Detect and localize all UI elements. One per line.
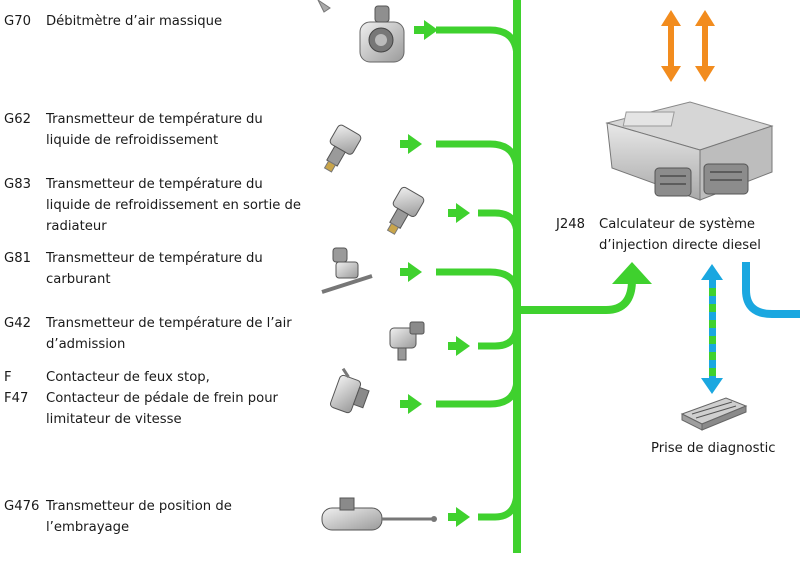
sensor-description: Débitmètre d’air massique <box>46 14 223 29</box>
arrow-g70 <box>414 20 438 40</box>
diagnostic-link <box>709 276 716 380</box>
arrow-g42 <box>448 336 470 356</box>
sensor-image-g70 <box>317 0 405 63</box>
sensor-image-f47 <box>329 367 370 414</box>
diagnostic-connector-image <box>680 397 748 431</box>
sensor-description: Transmetteur de température du carburant <box>46 251 263 287</box>
sensor-code: F F47 <box>4 370 29 406</box>
ecu-arrowhead <box>612 262 652 284</box>
sensor-code: G83 <box>4 177 31 192</box>
diag-arrow-up <box>701 264 723 280</box>
sensor-code: G62 <box>4 112 31 127</box>
can-bus-line <box>742 262 800 318</box>
branch-g70 <box>436 26 521 59</box>
sensor-code: G476 <box>4 499 40 514</box>
sensor-code: G81 <box>4 251 31 266</box>
sensor-code: G42 <box>4 316 31 331</box>
branch-f47 <box>436 377 521 408</box>
arrow-g62 <box>400 134 422 154</box>
sensor-image-g42 <box>389 321 425 361</box>
sensor-code: G70 <box>4 14 31 29</box>
sensor-image-g476 <box>321 497 437 531</box>
bus-to-ecu-line <box>521 279 636 314</box>
branch-g83 <box>478 209 521 236</box>
ecu-code: J248 <box>556 217 586 232</box>
sensor-branches <box>436 26 521 521</box>
arrow-g83 <box>448 203 470 223</box>
orange-double-arrows <box>661 10 715 82</box>
branch-g476 <box>478 489 521 521</box>
sensor-description: Transmetteur de position de l’embrayage <box>46 499 232 535</box>
ecu-description: Calculateur de système d’injection direc… <box>599 217 761 253</box>
arrow-g476 <box>448 507 470 527</box>
diagnostic-label: Prise de diagnostic <box>651 441 776 456</box>
sensor-description: Transmetteur de température du liquide d… <box>46 177 302 234</box>
ecu-image <box>605 101 774 201</box>
branch-g62 <box>436 140 521 173</box>
sensor-image-g83 <box>386 186 425 235</box>
arrow-g81 <box>400 262 422 282</box>
diag-arrow-down <box>701 378 723 394</box>
sensor-description: Contacteur de feux stop, Contacteur de p… <box>46 370 278 427</box>
main-bus-line <box>513 0 521 553</box>
sensor-description: Transmetteur de température du liquide d… <box>46 112 263 148</box>
arrow-f47 <box>400 394 422 414</box>
sensor-image-g62 <box>323 124 362 173</box>
sensor-arrows <box>400 20 470 527</box>
branch-g42 <box>478 323 521 350</box>
sensor-image-g81 <box>321 247 373 294</box>
sensor-description: Transmetteur de température de l’air d’a… <box>46 316 292 352</box>
branch-g81 <box>436 268 521 297</box>
